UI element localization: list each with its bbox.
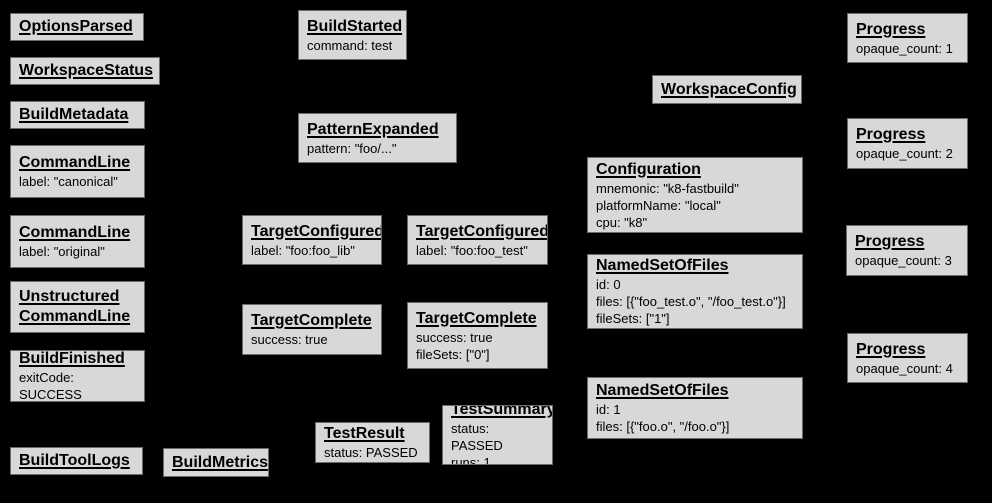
node-details: label: "foo:foo_test" [416,242,528,258]
node-title: Configuration [596,160,701,178]
node-details: opaque_count: 3 [855,253,952,268]
node-workspace-config: WorkspaceConfig [652,75,802,104]
node-title: TargetComplete [416,309,537,327]
node-progress-1: Progress opaque_count: 1 [847,13,968,63]
node-progress-3: Progress opaque_count: 3 [846,225,968,276]
node-title: Progress [856,20,926,38]
node-title: TestResult [324,425,405,442]
node-title: BuildMetrics [172,453,269,471]
node-test-summary: TestSummary status: PASSED runs: 1 [442,405,553,465]
node-title: NamedSetOfFiles [596,382,729,399]
node-unstructured-command-line: Unstructured CommandLine [10,281,145,333]
node-build-tool-logs: BuildToolLogs [10,447,143,475]
node-named-set-of-files-0: NamedSetOfFiles id: 0 files: [{"foo_test… [587,254,803,329]
node-title: Progress [855,233,925,250]
node-title: Unstructured CommandLine [19,288,131,325]
node-title: NamedSetOfFiles [596,257,729,274]
node-title: WorkspaceConfig [661,80,797,98]
node-title: WorkspaceStatus [19,62,153,79]
node-progress-4: Progress opaque_count: 4 [847,333,968,383]
node-details: status: PASSED [324,445,418,460]
node-target-complete-foo-test: TargetComplete success: true fileSets: [… [407,302,548,369]
node-details: success: true fileSets: ["0"] [416,329,493,362]
node-build-metadata: BuildMetadata [10,101,145,129]
node-details: opaque_count: 2 [856,146,953,161]
node-title: Progress [856,340,926,358]
node-title: PatternExpanded [307,120,439,138]
node-title: CommandLine [19,154,131,171]
node-target-configured-foo-lib: TargetConfigured label: "foo:foo_lib" [242,215,382,265]
node-named-set-of-files-1: NamedSetOfFiles id: 1 files: [{"foo.o", … [587,377,803,439]
node-title: Progress [856,126,926,143]
node-command-line-original: CommandLine label: "original" [10,215,145,268]
node-details: pattern: "foo/..." [307,140,397,156]
node-target-configured-foo-test: TargetConfigured label: "foo:foo_test" [407,215,548,265]
node-title: BuildFinished [19,350,125,367]
node-details: label: "canonical" [19,174,118,189]
node-workspace-status: WorkspaceStatus [10,57,160,85]
node-details: command: test [307,37,393,53]
node-build-finished: BuildFinished exitCode: SUCCESS [10,350,145,402]
node-target-complete-foo-lib: TargetComplete success: true [242,304,382,355]
node-details: opaque_count: 1 [856,40,953,56]
node-options-parsed: OptionsParsed [10,13,144,41]
node-title: TargetComplete [251,312,372,329]
node-command-line-canonical: CommandLine label: "canonical" [10,145,145,198]
node-details: opaque_count: 4 [856,360,953,376]
node-progress-2: Progress opaque_count: 2 [847,118,968,169]
node-title: BuildMetadata [19,106,129,123]
node-title: OptionsParsed [19,18,133,35]
node-build-started: BuildStarted command: test [298,10,407,60]
node-details: id: 0 files: [{"foo_test.o", "/foo_test.… [596,277,786,326]
node-details: mnemonic: "k8-fastbuild" platformName: "… [596,180,739,230]
node-title: TargetConfigured [251,222,382,240]
node-details: status: PASSED runs: 1 [451,420,503,465]
node-details: label: "foo:foo_lib" [251,242,355,258]
node-details: exitCode: SUCCESS [19,370,82,402]
node-title: TestSummary [451,405,553,418]
node-details: id: 1 files: [{"foo.o", "/foo.o"}] [596,402,730,434]
node-title: BuildStarted [307,17,403,35]
node-test-result: TestResult status: PASSED [315,422,430,463]
node-build-metrics: BuildMetrics [163,448,269,477]
node-configuration: Configuration mnemonic: "k8-fastbuild" p… [587,157,803,233]
node-details: label: "original" [19,244,105,259]
node-title: TargetConfigured [416,222,548,240]
node-details: success: true [251,332,328,347]
node-title: BuildToolLogs [19,452,130,469]
node-pattern-expanded: PatternExpanded pattern: "foo/..." [298,113,457,163]
node-title: CommandLine [19,224,131,241]
